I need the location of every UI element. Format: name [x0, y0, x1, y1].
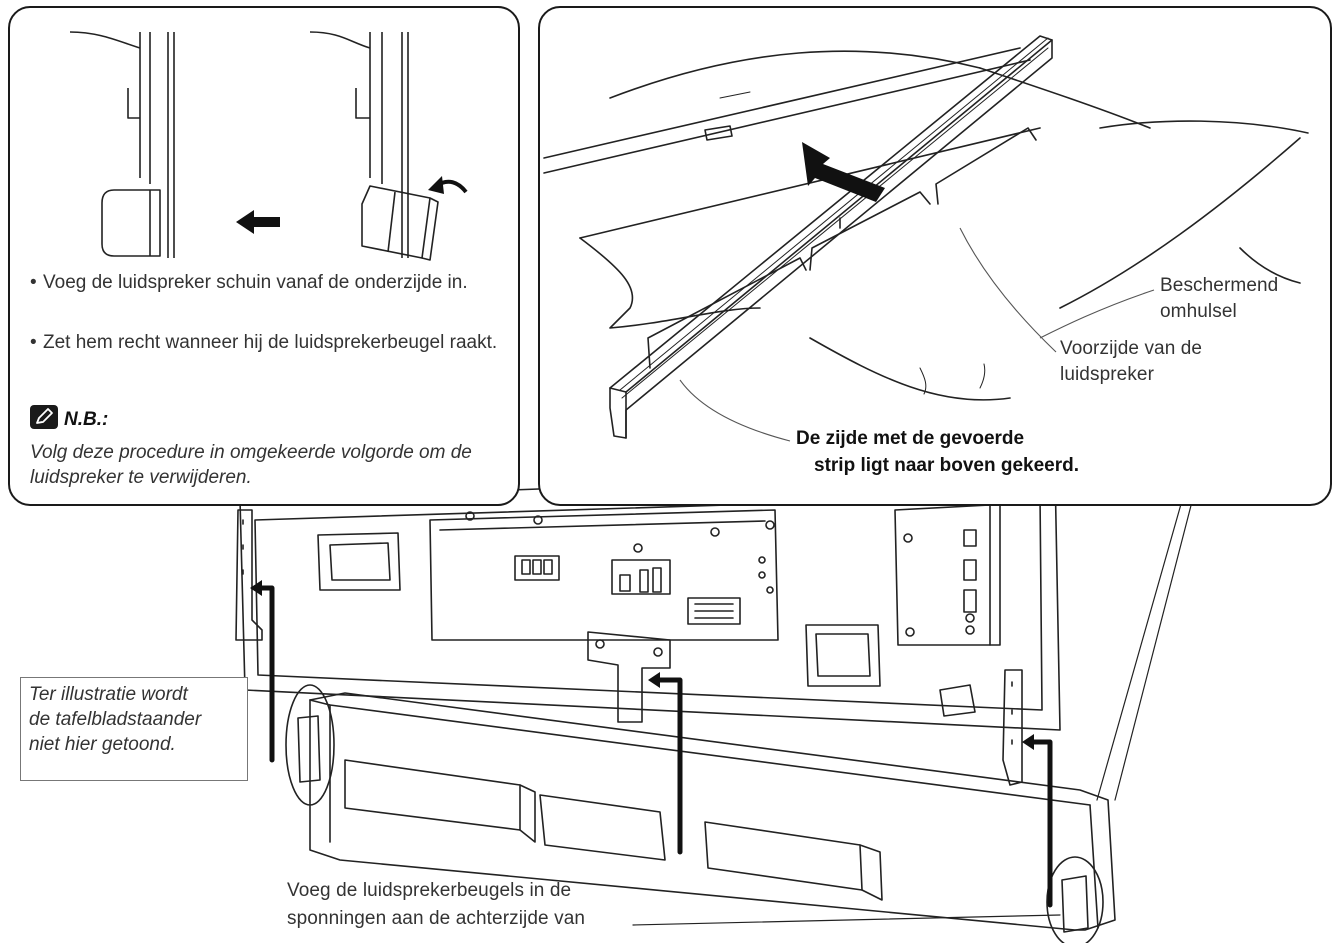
- label-speaker-front-1: Voorzijde van de: [1060, 338, 1203, 359]
- speaker-orientation-panel: Beschermend omhulsel Voorzijde van de lu…: [538, 6, 1332, 506]
- illustration-note-line-3: niet hier getoond.: [29, 734, 176, 755]
- note-heading: N.B.:: [30, 405, 108, 431]
- arrow-left-icon: [236, 210, 280, 234]
- note-title: N.B.:: [64, 409, 109, 430]
- instruction-bullet-2: •Zet hem recht wanneer hij de luidspreke…: [30, 330, 510, 355]
- speaker-orientation-figure: [543, 35, 1309, 442]
- pencil-icon: [30, 405, 58, 429]
- label-speaker-front-2: luidspreker: [1060, 364, 1155, 385]
- speaker-brackets: [235, 509, 1023, 786]
- instruction-text-1: Voeg de luidspreker schuin vanaf de onde…: [43, 272, 468, 293]
- tv-back-panel: [239, 469, 1061, 731]
- bottom-label-line-2: sponningen aan de achterzijde van: [287, 908, 586, 929]
- illustration-note-line-1: Ter illustratie wordt: [29, 684, 188, 705]
- illustration-note-line-2: de tafelbladstaander: [29, 709, 202, 730]
- instruction-bullet-1: •Voeg de luidspreker schuin vanaf de ond…: [30, 270, 510, 295]
- insertion-steps-figure: [69, 31, 468, 261]
- caption-padded-strip-2: strip ligt naar boven gekeerd.: [814, 455, 1080, 476]
- arrow-up-left-icon: [802, 142, 885, 202]
- insertion-detail-panel: •Voeg de luidspreker schuin vanaf de ond…: [8, 6, 520, 506]
- label-protective-cover-1: Beschermend: [1160, 275, 1279, 296]
- bottom-label-line-1: Voeg de luidsprekerbeugels in de: [287, 880, 572, 901]
- insertion-arrows: [255, 585, 1053, 908]
- speaker-unit: [285, 684, 1116, 943]
- instruction-text-2: Zet hem recht wanneer hij de luidspreker…: [43, 332, 498, 353]
- note-text: Volg deze procedure in omgekeerde volgor…: [30, 442, 472, 488]
- illustration-note-box: Ter illustratie wordt de tafelbladstaand…: [20, 677, 248, 781]
- label-protective-cover-2: omhulsel: [1160, 301, 1237, 322]
- caption-padded-strip-1: De zijde met de gevoerde: [796, 428, 1025, 449]
